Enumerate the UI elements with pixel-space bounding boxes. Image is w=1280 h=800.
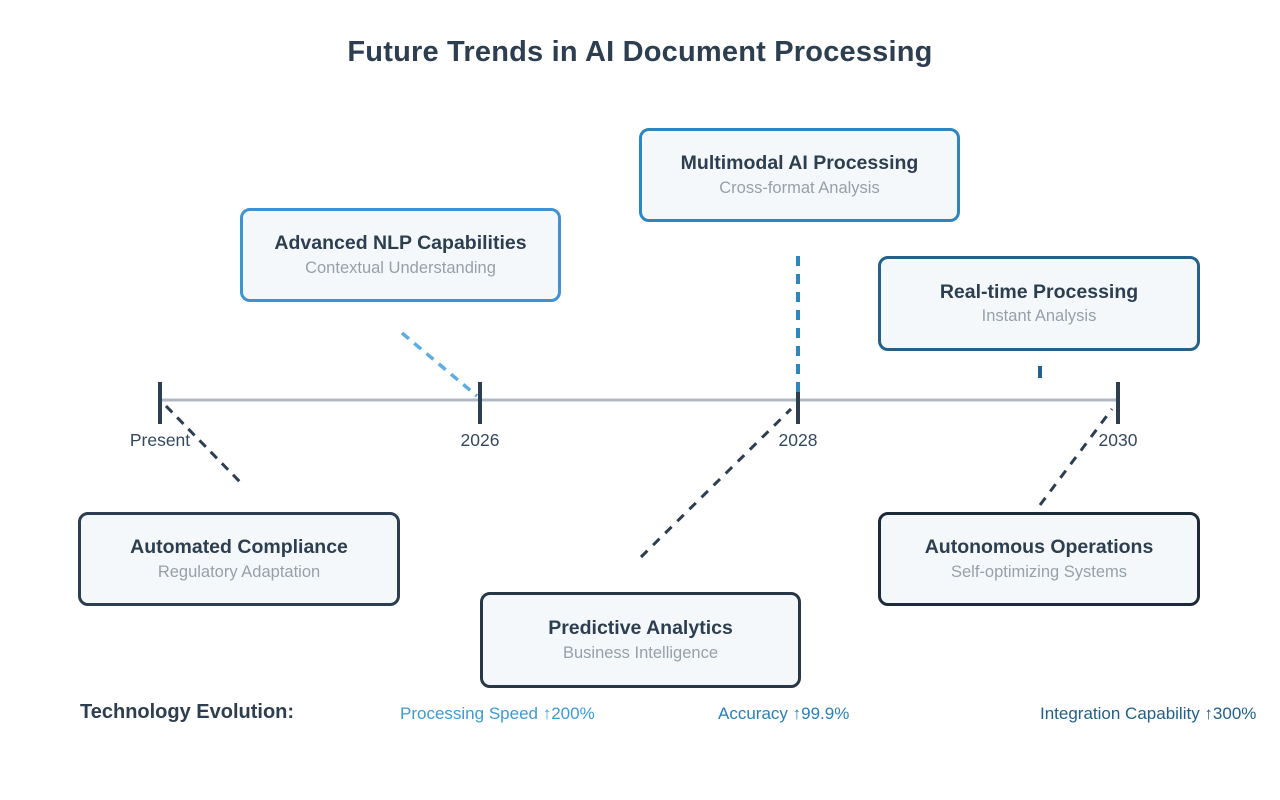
milestone-automated-compliance: Automated Compliance Regulatory Adaptati… [78,512,400,606]
tick-label-present: Present [129,430,191,450]
milestone-subtitle: Contextual Understanding [305,258,496,277]
metric-processing-speed: Processing Speed ↑200% [400,704,595,723]
connector-advanced-nlp [400,331,479,398]
tick-label-2026: 2026 [460,430,500,450]
metric-integration-capability: Integration Capability ↑300% [1040,704,1257,723]
milestone-subtitle: Business Intelligence [562,643,718,662]
tick-label-2028: 2028 [778,430,818,450]
connector-autonomous [1038,408,1114,506]
connector-predictive [639,407,793,559]
milestone-title: Autonomous Operations [924,536,1154,559]
milestone-subtitle: Self-optimizing Systems [950,562,1128,581]
milestone-subtitle: Cross-format Analysis [719,178,880,197]
milestone-title: Advanced NLP Capabilities [274,232,527,255]
page-title: Future Trends in AI Document Processing [347,36,933,68]
milestone-realtime-processing: Real-time Processing Instant Analysis [878,256,1200,351]
milestone-autonomous-operations: Autonomous Operations Self-optimizing Sy… [878,512,1200,606]
milestone-predictive-analytics: Predictive Analytics Business Intelligen… [480,592,801,688]
tick-label-2030: 2030 [1098,430,1138,450]
metric-accuracy: Accuracy ↑99.9% [718,704,850,723]
footer-label: Technology Evolution: [80,701,295,723]
connector-automated-compliance [164,404,244,486]
milestone-title: Real-time Processing [939,280,1139,303]
milestone-subtitle: Regulatory Adaptation [157,562,321,581]
milestone-title: Automated Compliance [130,536,348,559]
milestone-title: Multimodal AI Processing [680,152,919,175]
milestone-title: Predictive Analytics [548,617,733,640]
milestone-multimodal-ai: Multimodal AI Processing Cross-format An… [639,128,960,222]
milestone-subtitle: Instant Analysis [981,307,1097,326]
milestone-advanced-nlp: Advanced NLP Capabilities Contextual Und… [240,208,561,302]
